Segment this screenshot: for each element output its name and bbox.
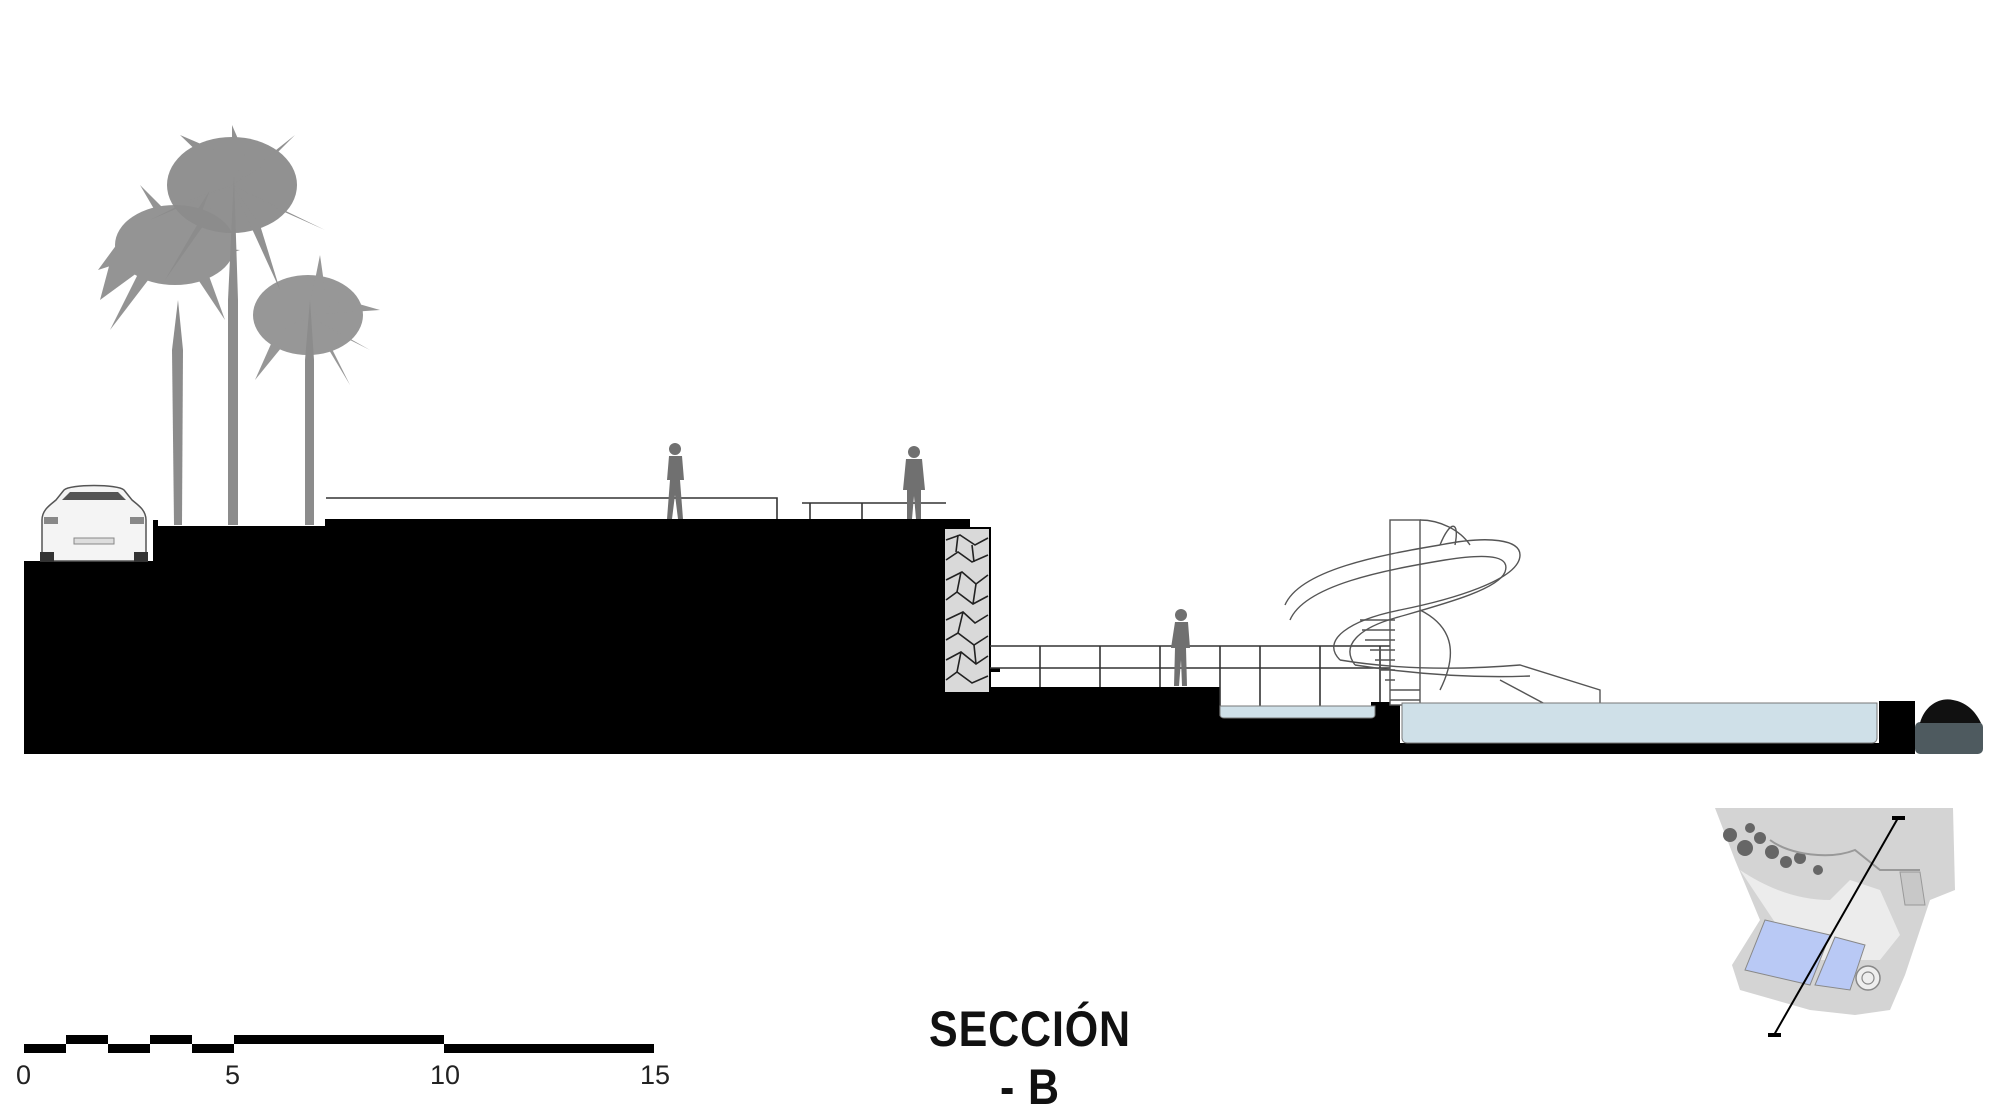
person-upper-left — [667, 443, 684, 519]
rock — [1915, 699, 1983, 754]
spiral-water-slide — [1284, 519, 1601, 713]
railings — [326, 497, 1400, 716]
scale-label-0: 0 — [16, 1060, 32, 1090]
scale-bar — [24, 1035, 654, 1053]
palm-trees — [98, 125, 380, 525]
car — [40, 484, 148, 562]
person-lower — [1171, 609, 1190, 686]
scale-label-10: 10 — [430, 1060, 461, 1090]
person-upper-right — [903, 446, 925, 519]
pools — [1219, 702, 1878, 744]
key-plan — [1715, 808, 1955, 1037]
people-silhouettes — [667, 443, 1190, 686]
scale-label-5: 5 — [225, 1060, 241, 1090]
stone-retaining-wall — [943, 527, 991, 694]
scale-label-15: 15 — [640, 1060, 671, 1090]
